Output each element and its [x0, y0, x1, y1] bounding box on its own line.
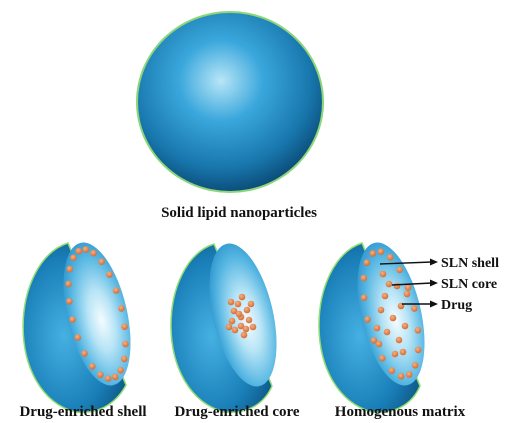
annotation-label-core: SLN core	[441, 277, 497, 292]
drug-dot	[89, 363, 96, 370]
drug-dot	[415, 327, 422, 334]
drug-dot	[384, 329, 391, 336]
sln-sphere	[136, 11, 324, 193]
drug-dot	[118, 305, 125, 312]
drug-dot	[69, 316, 76, 323]
drug-dot	[235, 301, 242, 308]
annotation-label-shell: SLN shell	[441, 256, 499, 271]
drug-dot	[67, 266, 74, 273]
drug-dot	[248, 301, 255, 308]
drug-dot	[75, 334, 82, 341]
drug-dot	[246, 317, 253, 324]
drug-dot	[121, 323, 128, 330]
drug-dot	[105, 375, 112, 382]
drug-dot	[396, 267, 403, 274]
figure-title: Solid lipid nanoparticles	[161, 205, 317, 221]
drug-dot	[361, 275, 368, 282]
drug-dot	[404, 291, 411, 298]
drug-dot	[392, 351, 399, 358]
drug-dot	[361, 294, 368, 301]
drug-dot	[374, 325, 381, 332]
drug-dot	[232, 327, 239, 334]
drug-dot	[241, 332, 248, 339]
drug-dot	[390, 315, 397, 322]
drug-dot	[113, 287, 120, 294]
drug-dot	[90, 250, 97, 257]
drug-dot	[122, 341, 129, 348]
drug-dot	[405, 284, 412, 291]
arrow-head-drug	[430, 301, 438, 308]
drug-dot	[117, 367, 124, 374]
model-label-shell: Drug-enriched shell	[19, 404, 146, 420]
drug-dot	[76, 248, 83, 255]
drug-dot	[229, 318, 236, 325]
drug-dot	[250, 324, 257, 331]
drug-dot	[386, 281, 393, 288]
drug-dot	[394, 283, 401, 290]
drug-dot	[411, 305, 418, 312]
drug-dot	[244, 307, 251, 314]
annotation-label-drug: Drug	[441, 298, 472, 313]
drug-enriched-core-particle	[171, 237, 289, 412]
drug-dot	[239, 294, 246, 301]
drug-dot	[83, 246, 90, 253]
model-label-core: Drug-enriched core	[174, 404, 299, 420]
drug-dot	[66, 298, 73, 305]
arrow-head-core	[430, 280, 438, 287]
drug-dot	[387, 254, 394, 261]
drug-dot	[415, 347, 422, 354]
drug-dot	[98, 258, 105, 265]
drug-dot	[106, 271, 113, 278]
drug-dot	[81, 350, 88, 357]
drug-dot	[370, 250, 377, 257]
drug-dot	[112, 374, 119, 381]
drug-dot	[396, 337, 403, 344]
drug-dot	[378, 248, 385, 255]
drug-dot	[70, 254, 77, 261]
drug-enriched-shell-particle	[23, 236, 143, 412]
drug-dot	[65, 281, 72, 288]
drug-dot	[398, 373, 405, 380]
model-label-matrix: Homogenous matrix	[335, 404, 466, 420]
drug-dot	[400, 349, 407, 356]
drug-dot	[228, 299, 235, 306]
drug-dot	[97, 372, 104, 379]
drug-dot	[243, 326, 250, 333]
drug-dot	[380, 271, 387, 278]
drug-dot	[378, 307, 385, 314]
drug-dot	[389, 367, 396, 374]
drug-dot	[406, 371, 413, 378]
drug-dot	[402, 323, 409, 330]
drug-dot	[121, 356, 128, 363]
drug-dot	[364, 316, 371, 323]
arrow-head-shell	[430, 259, 438, 266]
drug-dot	[226, 324, 233, 331]
drug-dot	[379, 355, 386, 362]
drug-dot	[382, 293, 389, 300]
drug-dot	[236, 311, 243, 318]
drug-dot	[364, 259, 371, 266]
drug-dot	[412, 362, 419, 369]
drug-dot	[376, 341, 383, 348]
